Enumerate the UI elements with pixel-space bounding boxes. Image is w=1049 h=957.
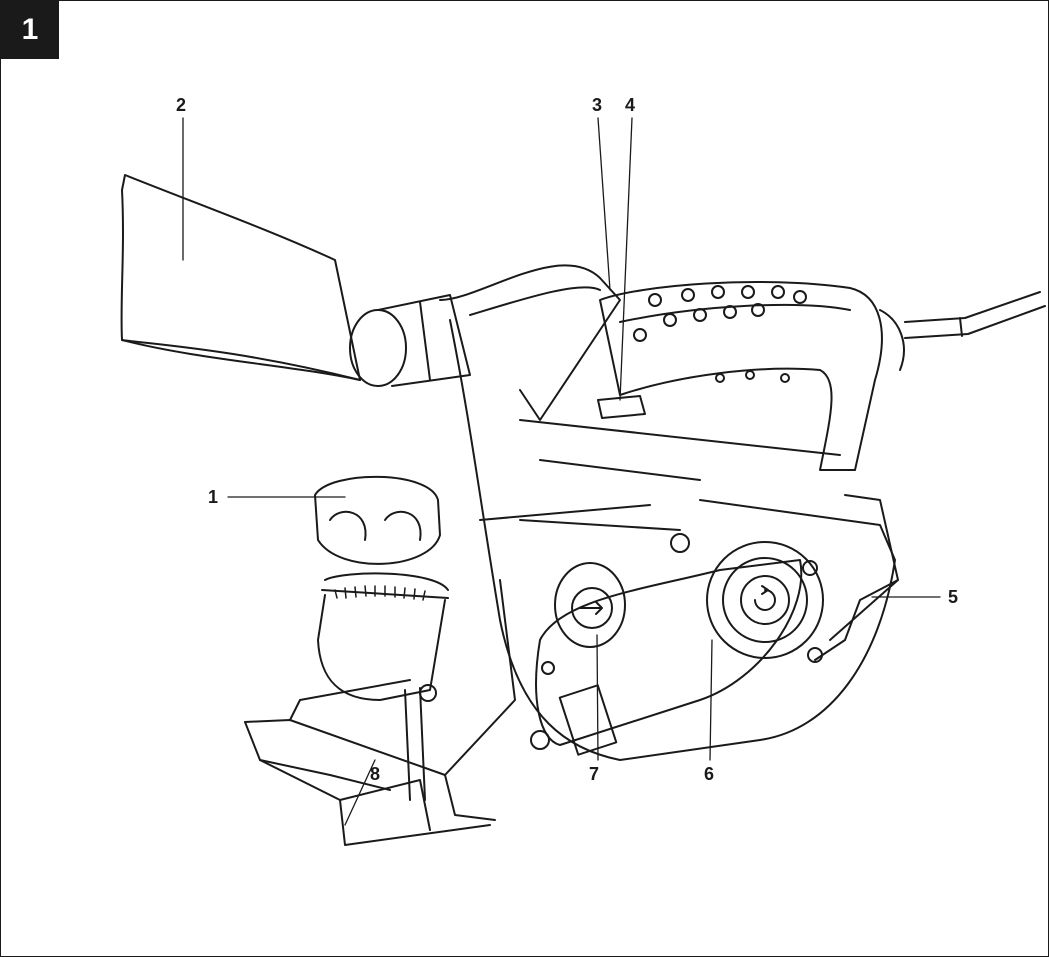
planer-housing bbox=[449, 319, 896, 761]
callout-8: 8 bbox=[370, 764, 381, 784]
chip-ejection-selector bbox=[554, 562, 626, 648]
leader-line-6 bbox=[709, 639, 713, 761]
leader-line-8 bbox=[344, 759, 376, 826]
power-cord bbox=[904, 291, 1046, 339]
main-handle bbox=[599, 281, 905, 471]
callout-7: 7 bbox=[589, 764, 600, 784]
callout-3: 3 bbox=[592, 95, 603, 115]
depth-adjustment-knob bbox=[314, 475, 449, 701]
depth-scale-ticks bbox=[334, 585, 426, 601]
switch-on-lock bbox=[597, 395, 646, 419]
chip-ejector-tube bbox=[349, 294, 471, 387]
callout-6: 6 bbox=[704, 764, 715, 784]
callout-4: 4 bbox=[625, 95, 636, 115]
callout-1: 1 bbox=[208, 487, 219, 507]
rotary-knob bbox=[706, 541, 824, 663]
leader-lines bbox=[182, 117, 941, 826]
figure-number-badge: 1 bbox=[1, 1, 59, 59]
leader-line-7 bbox=[596, 634, 599, 761]
leader-line-3 bbox=[597, 117, 611, 291]
on-off-switch bbox=[439, 264, 621, 421]
base-plate bbox=[244, 579, 516, 846]
rear-shoe bbox=[814, 494, 899, 661]
callout-5: 5 bbox=[948, 587, 959, 607]
callout-2: 2 bbox=[176, 95, 187, 115]
chip-bag bbox=[120, 174, 361, 381]
handle-grip-dots bbox=[633, 285, 807, 383]
leader-line-4 bbox=[619, 117, 633, 401]
